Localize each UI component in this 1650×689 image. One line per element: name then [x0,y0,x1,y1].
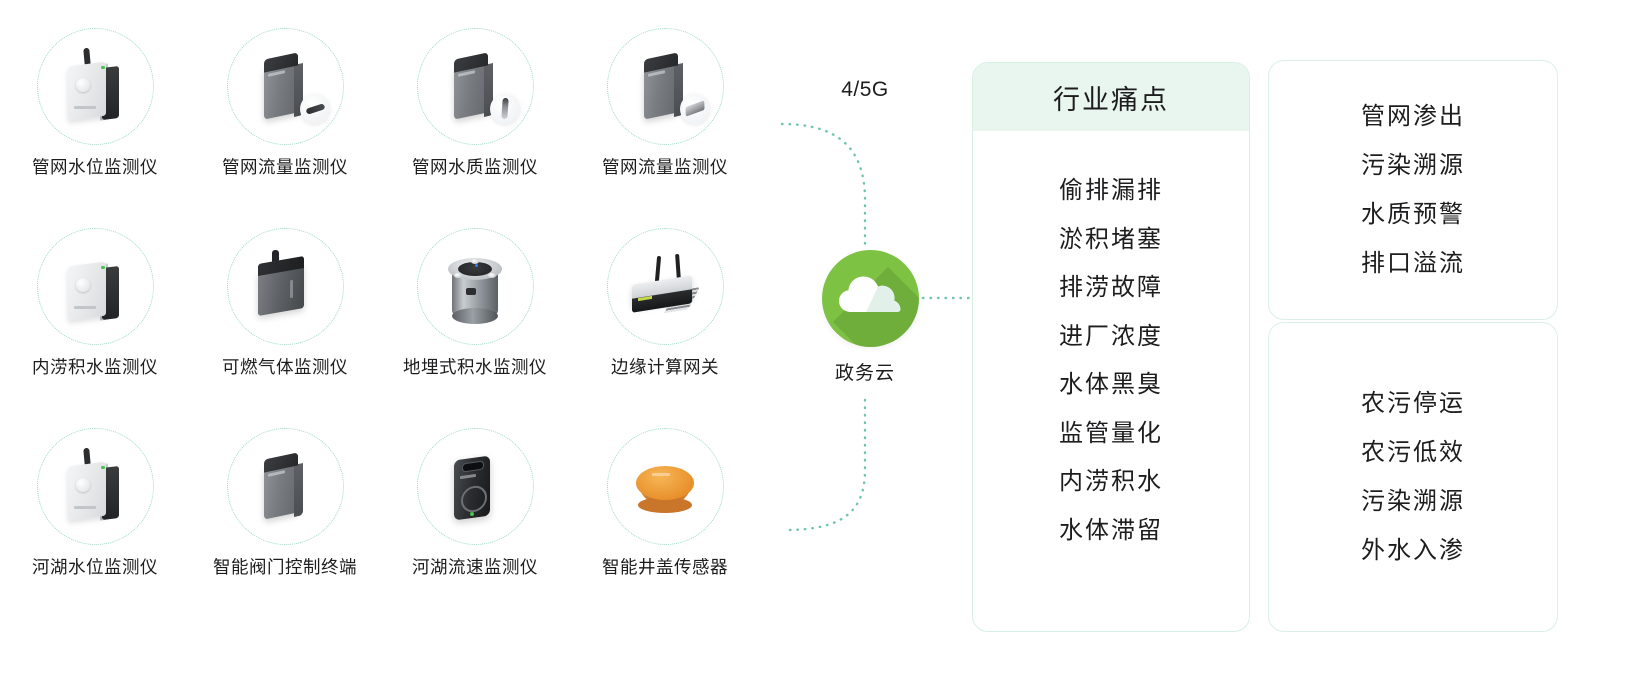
device-circle [36,28,154,145]
device-card[interactable]: 管网水位监测仪 [0,18,190,218]
list-item[interactable]: 农污低效 [1361,439,1465,466]
device-card[interactable]: 内涝积水监测仪 [0,218,190,418]
device-card[interactable]: 管网流量监测仪 [570,18,760,218]
list-item[interactable]: 监管量化 [1059,419,1163,447]
list-item[interactable]: 外水入渗 [1361,537,1465,564]
device-label: 可燃气体监测仪 [222,357,348,377]
device-grid: 管网水位监测仪 管网流量监测仪 管网水质监测仪 [0,18,760,658]
device-circle [226,428,344,545]
list-item[interactable]: 内涝积水 [1059,468,1163,495]
device-circle [606,428,724,545]
protocol-label: 4/5G [841,78,889,101]
pipe-water-quality-sensor-icon [432,44,520,130]
list-item[interactable]: 进厂浓度 [1059,322,1163,350]
smart-valve-controller-icon [242,444,328,530]
industry-pain-points-panel: 行业痛点 偷排漏排 淤积堵塞 排涝故障 进厂浓度 水体黑臭 监管量化 内涝积水 … [972,62,1250,632]
device-label: 管网流量监测仪 [602,157,728,177]
device-circle [226,28,344,145]
cloud-label: 政务云 [834,363,895,384]
rural-sewage-panel: 农污停运 农污低效 污染溯源 外水入渗 [1268,322,1558,632]
device-circle [226,228,344,345]
device-label: 河湖水位监测仪 [32,557,158,577]
list-item[interactable]: 管网渗出 [1361,103,1465,130]
waterlogging-sensor-icon [52,244,138,330]
pipe-flow-meter-icon [242,44,330,130]
device-card[interactable]: 河湖水位监测仪 [0,418,190,618]
device-card[interactable]: 可燃气体监测仪 [190,218,380,418]
device-card[interactable]: 边缘计算网关 [570,218,760,418]
device-circle [416,28,534,145]
river-water-level-sensor-icon [52,444,138,530]
cloud-icon[interactable] [822,250,919,347]
device-label: 管网水质监测仪 [412,157,538,177]
pipe-water-level-sensor-icon [52,44,138,130]
device-label: 智能阀门控制终端 [213,557,357,577]
list-item[interactable]: 水质预警 [1361,201,1465,228]
device-label: 内涝积水监测仪 [32,357,158,377]
river-flow-velocity-sensor-icon [432,444,518,530]
device-card[interactable]: 智能井盖传感器 [570,418,760,618]
list-item[interactable]: 排涝故障 [1059,274,1163,301]
list-item[interactable]: 农污停运 [1361,390,1465,417]
pipe-flow-meter-icon [622,44,710,130]
device-card[interactable]: 地埋式积水监测仪 [380,218,570,418]
pain-points-list: 偷排漏排 淤积堵塞 排涝故障 进厂浓度 水体黑臭 监管量化 内涝积水 水体滞留 [973,131,1249,555]
device-label: 河湖流速监测仪 [412,557,538,577]
cloud-glyph [839,276,901,312]
list-item[interactable]: 排口溢流 [1361,250,1465,277]
device-circle [416,228,534,345]
device-label: 智能井盖传感器 [602,557,728,577]
list-item[interactable]: 污染溯源 [1361,152,1465,179]
device-card[interactable]: 管网水质监测仪 [380,18,570,218]
device-label: 地埋式积水监测仪 [403,357,547,377]
buried-water-sensor-icon [432,244,518,330]
device-label: 边缘计算网关 [611,357,719,377]
device-label: 管网水位监测仪 [32,157,158,177]
page-title: 行业痛点 [1053,84,1169,115]
device-circle [36,228,154,345]
list-item[interactable]: 污染溯源 [1361,488,1465,515]
edge-gateway-icon [622,244,708,330]
list-item[interactable]: 偷排漏排 [1059,177,1163,204]
list-item[interactable]: 水体黑臭 [1059,371,1163,398]
device-card[interactable]: 管网流量监测仪 [190,18,380,218]
device-circle [416,428,534,545]
list-item[interactable]: 水体滞留 [1059,516,1163,544]
device-circle [606,228,724,345]
device-card[interactable]: 智能阀门控制终端 [190,418,380,618]
pain-points-header: 行业痛点 [973,63,1249,131]
device-circle [36,428,154,545]
device-card[interactable]: 河湖流速监测仪 [380,418,570,618]
pipe-network-panel: 管网渗出 污染溯源 水质预警 排口溢流 [1268,60,1558,320]
device-label: 管网流量监测仪 [222,157,348,177]
device-circle [606,28,724,145]
combustible-gas-detector-icon [242,244,328,330]
network-column: 4/5G 政务云 [760,0,970,689]
list-item[interactable]: 淤积堵塞 [1059,225,1163,253]
smart-manhole-sensor-icon [622,444,708,530]
